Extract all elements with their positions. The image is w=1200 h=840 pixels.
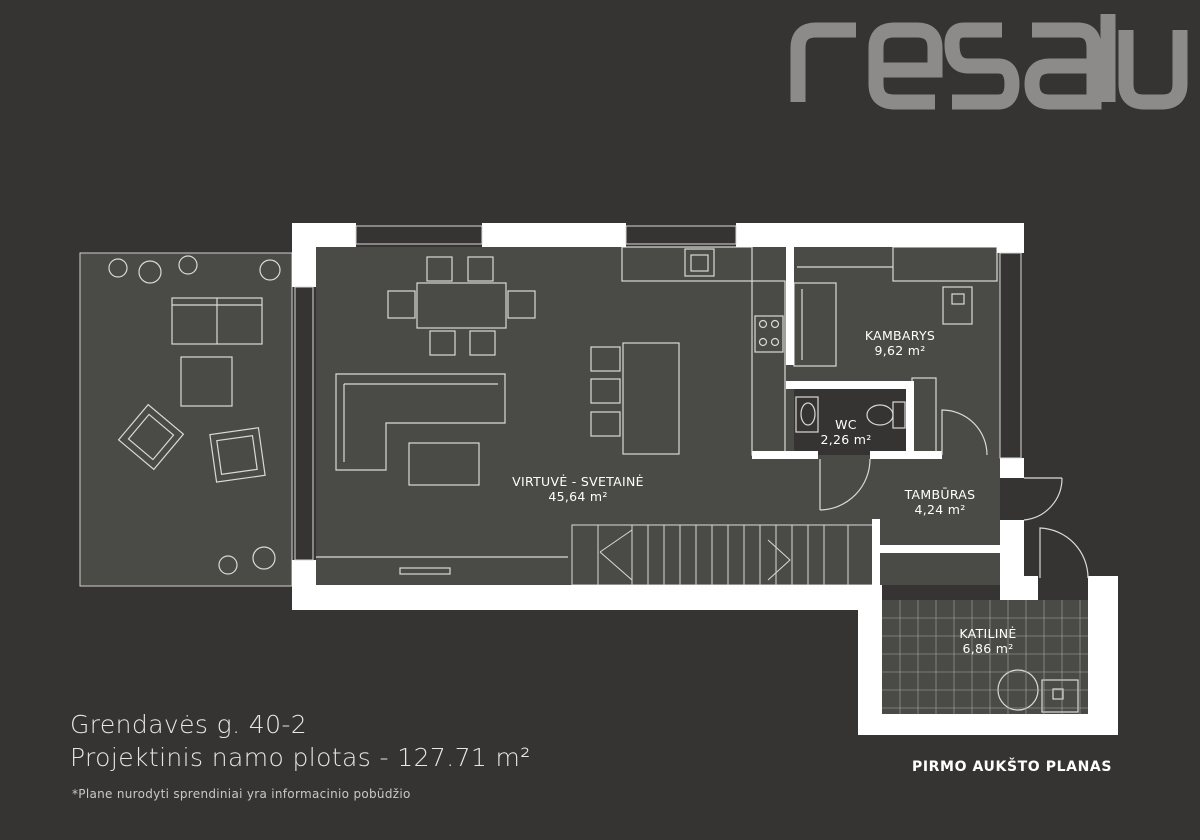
wc-sink-icon (795, 396, 819, 433)
dining-table (416, 282, 507, 329)
kitchen-counter (621, 246, 753, 282)
kitchen-island (622, 342, 680, 455)
cooktop-icon (754, 315, 784, 353)
corner-sofa (335, 373, 506, 471)
address-line: Grendavės g. 40-2 (70, 710, 308, 739)
doors (819, 409, 1089, 579)
room-area: 45,64 m² (548, 489, 608, 504)
room-name: TAMBŪRAS (904, 487, 976, 502)
armchair-right (209, 427, 266, 483)
plant-icon (178, 255, 198, 275)
terrace (79, 252, 293, 587)
room-name: KATILINĖ (959, 626, 1017, 641)
room-name: KAMBARYS (864, 328, 936, 343)
room-name: WC (835, 417, 857, 432)
room-area: 6,86 m² (962, 641, 1014, 656)
plant-icon (138, 260, 162, 284)
toilet-icon (866, 401, 906, 429)
room-name: VIRTUVĖ - SVETAINĖ (512, 474, 644, 489)
windows (294, 225, 1022, 561)
room-label-wc: WC 2,26 m² (806, 417, 886, 447)
armchair-left-seat (127, 413, 175, 461)
armchair-left (117, 403, 185, 471)
outdoor-table (180, 356, 233, 407)
plant-icon (218, 555, 238, 575)
disclaimer-note: *Plane nurodyti sprendiniai yra informac… (72, 787, 411, 801)
tv-icon (399, 567, 451, 575)
room-label-katiline: KATILINĖ 6,86 m² (938, 626, 1038, 656)
floor-plan-title: PIRMO AUKŠTO PLANAS (912, 759, 1113, 775)
plant-icon (108, 258, 128, 278)
plant-icon (252, 546, 276, 570)
furniture (316, 246, 1079, 713)
property-info: Grendavės g. 40-2 Projektinis namo plota… (70, 708, 531, 774)
room-area: 2,26 m² (820, 432, 872, 447)
room-label-virtuve-svetaine: VIRTUVĖ - SVETAINĖ 45,64 m² (488, 474, 668, 504)
walls (292, 223, 1118, 735)
coffee-table (408, 442, 480, 486)
sink-icon (684, 248, 715, 277)
room-area: 9,62 m² (874, 343, 926, 358)
boiler-unit-icon (1041, 679, 1079, 713)
area-line: Projektinis namo plotas - 127.71 m² (70, 743, 531, 772)
brand-logo (790, 14, 1188, 110)
plant-icon (259, 259, 281, 281)
room-label-kambarys: KAMBARYS 9,62 m² (845, 328, 955, 358)
armchair-right-seat (216, 434, 258, 476)
tile-grid (882, 600, 1088, 714)
desk-chair (942, 286, 973, 325)
room-label-tamburas: TAMBŪRAS 4,24 m² (885, 487, 995, 517)
room-area: 4,24 m² (914, 502, 966, 517)
